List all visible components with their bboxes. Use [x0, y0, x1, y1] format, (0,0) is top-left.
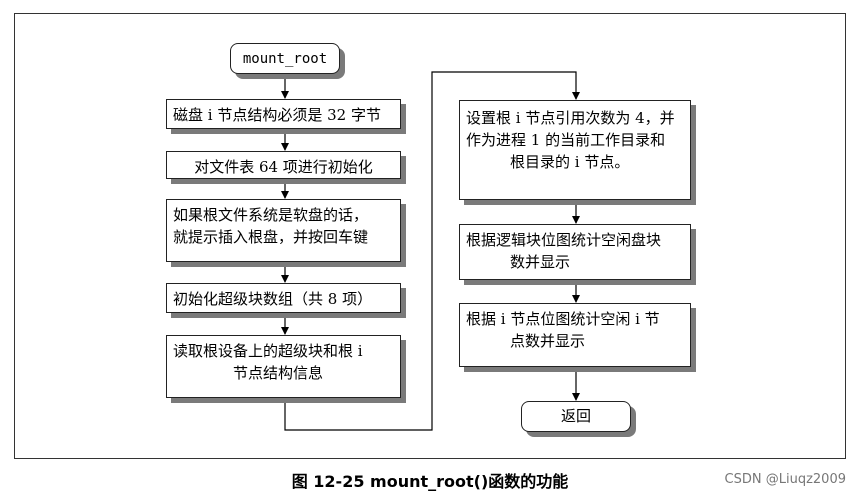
step-init-super-block-array: 初始化超级块数组（共 8 项）	[166, 283, 401, 313]
step-set-root-inode-refcount: 设置根 i 节点引用次数为 4，并 作为进程 1 的当前工作目录和 根目录的 i…	[459, 100, 691, 200]
arrow-s5-to-s6	[284, 71, 580, 431]
step-text: 初始化超级块数组（共 8 项）	[173, 290, 373, 308]
step-text-line2: 点数并显示	[510, 332, 586, 350]
step-floppy-prompt: 如果根文件系统是软盘的话， 就提示插入根盘，并按回车键	[166, 199, 401, 262]
start-node-label: mount_root	[242, 51, 328, 67]
diagram-frame	[14, 13, 846, 459]
step-text-line1: 读取根设备上的超级块和根 i	[173, 342, 363, 360]
watermark: CSDN @Liuqz2009	[724, 472, 846, 487]
step-text-line2: 数并显示	[510, 253, 571, 271]
step-read-super-and-root-inode: 读取根设备上的超级块和根 i 节点结构信息	[166, 335, 401, 398]
step-text-line2: 节点结构信息	[233, 364, 324, 382]
step-count-free-inodes: 根据 i 节点位图统计空闲 i 节 点数并显示	[459, 303, 691, 367]
step-text-line1: 根据 i 节点位图统计空闲 i 节	[466, 310, 660, 328]
start-node: mount_root	[230, 43, 340, 74]
step-text-line1: 设置根 i 节点引用次数为 4，并	[466, 109, 675, 127]
step-text-line1: 根据逻辑块位图统计空闲盘块	[466, 231, 662, 249]
step-init-file-table: 对文件表 64 项进行初始化	[166, 151, 401, 179]
step-text-line2: 作为进程 1 的当前工作目录和	[466, 131, 666, 149]
step-text: 对文件表 64 项进行初始化	[194, 158, 373, 176]
step-text: 磁盘 i 节点结构必须是 32 字节	[173, 106, 381, 124]
step-text-line2: 就提示插入根盘，并按回车键	[173, 228, 369, 246]
step-text-line1: 如果根文件系统是软盘的话，	[173, 206, 369, 224]
step-disk-inode-size-check: 磁盘 i 节点结构必须是 32 字节	[166, 99, 401, 129]
end-node-label: 返回	[560, 407, 591, 425]
step-text-line3: 根目录的 i 节点。	[510, 153, 630, 171]
end-node: 返回	[521, 401, 631, 432]
figure-caption: 图 12-25 mount_root()函数的功能	[291, 472, 569, 491]
step-count-free-blocks: 根据逻辑块位图统计空闲盘块 数并显示	[459, 224, 691, 280]
